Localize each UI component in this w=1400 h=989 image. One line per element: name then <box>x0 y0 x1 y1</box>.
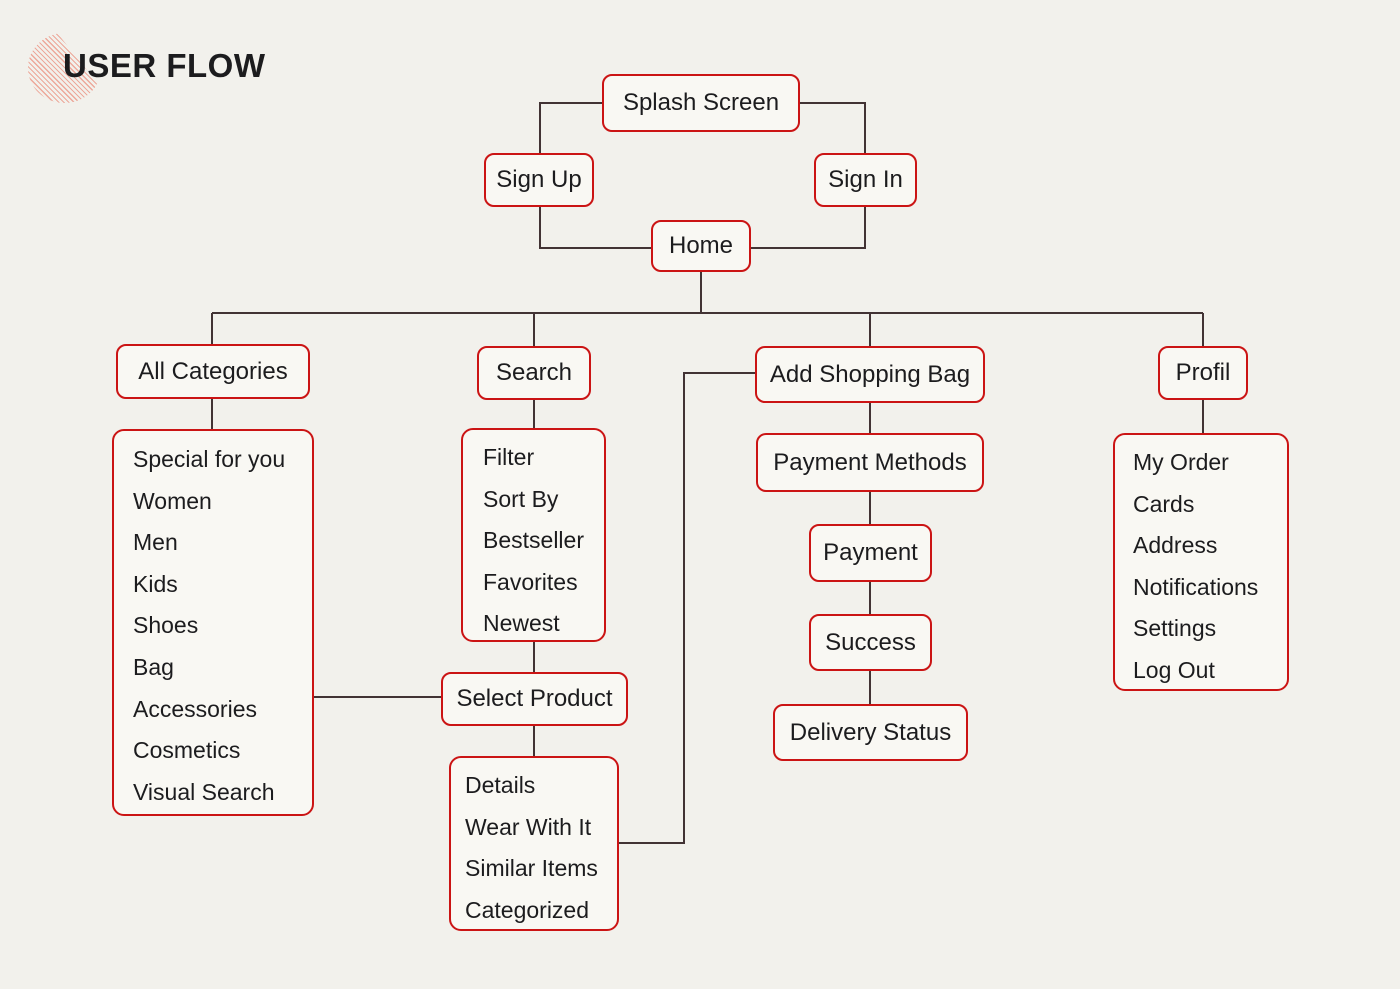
connector-signup-home <box>539 207 651 249</box>
list-item: Bag <box>133 653 174 680</box>
list-item: Women <box>133 487 212 514</box>
list-item: Cards <box>1133 490 1195 517</box>
node-add-shopping-bag-label: Add Shopping Bag <box>769 360 971 388</box>
list-item: Filter <box>483 444 535 470</box>
node-success[interactable]: Success <box>809 614 932 671</box>
list-item: Wear With It <box>465 813 592 840</box>
list-item: Sort By <box>483 485 559 512</box>
node-all-categories-label: All Categories <box>138 357 288 385</box>
node-select-product-label: Select Product <box>456 685 613 712</box>
node-search-label: Search <box>495 359 573 386</box>
connector-signin-home <box>751 207 866 249</box>
list-item: Log Out <box>1133 656 1215 683</box>
list-item: Details <box>465 772 536 798</box>
node-splash-screen[interactable]: Splash Screen <box>602 74 800 132</box>
panel-profile-options[interactable]: My Order Cards Address Notifications Set… <box>1113 433 1289 691</box>
list-item: Men <box>133 529 178 556</box>
node-search[interactable]: Search <box>477 346 591 400</box>
node-add-shopping-bag[interactable]: Add Shopping Bag <box>755 346 985 403</box>
list-item: Newest <box>483 610 560 637</box>
node-sign-up-label: Sign Up <box>496 166 582 193</box>
node-all-categories[interactable]: All Categories <box>116 344 310 399</box>
list-item: My Order <box>1133 449 1229 475</box>
list-item: Favorites <box>483 568 578 595</box>
list-item: Settings <box>1133 615 1217 642</box>
node-profil[interactable]: Profil <box>1158 346 1248 400</box>
connector-splash-signup <box>539 102 602 153</box>
node-home[interactable]: Home <box>651 220 751 272</box>
page-title: USER FLOW <box>63 47 266 84</box>
panel-search-options[interactable]: Filter Sort By Bestseller Favorites Newe… <box>461 428 606 642</box>
panel-product-details[interactable]: Details Wear With It Similar Items Categ… <box>449 756 619 931</box>
list-item: Accessories <box>133 695 257 722</box>
node-delivery-status-label: Delivery Status <box>789 718 952 746</box>
node-sign-in-label: Sign In <box>828 166 903 193</box>
node-home-label: Home <box>668 232 734 259</box>
node-payment-label: Payment <box>823 539 918 566</box>
node-payment-methods-label: Payment Methods <box>773 448 967 476</box>
node-delivery-status[interactable]: Delivery Status <box>773 704 968 761</box>
list-item: Special for you <box>133 446 286 472</box>
node-profil-label: Profil <box>1175 359 1231 386</box>
list-item: Kids <box>133 570 178 597</box>
node-sign-up[interactable]: Sign Up <box>484 153 594 207</box>
connector-details-add-bag <box>619 372 755 844</box>
list-item: Shoes <box>133 612 199 639</box>
node-sign-in[interactable]: Sign In <box>814 153 917 207</box>
list-item: Categorized <box>465 896 590 923</box>
connector-splash-signin <box>800 102 866 153</box>
node-payment-methods[interactable]: Payment Methods <box>756 433 984 492</box>
node-payment[interactable]: Payment <box>809 524 932 582</box>
list-item: Cosmetics <box>133 737 241 764</box>
node-splash-screen-label: Splash Screen <box>622 89 780 116</box>
node-select-product[interactable]: Select Product <box>441 672 628 726</box>
list-item: Visual Search <box>133 778 275 805</box>
panel-categories-list[interactable]: Special for you Women Men Kids Shoes Bag… <box>112 429 314 816</box>
list-item: Notifications <box>1133 573 1259 600</box>
list-item: Bestseller <box>483 527 584 554</box>
list-item: Similar Items <box>465 855 598 882</box>
list-item: Address <box>1133 532 1218 559</box>
node-success-label: Success <box>825 628 916 656</box>
